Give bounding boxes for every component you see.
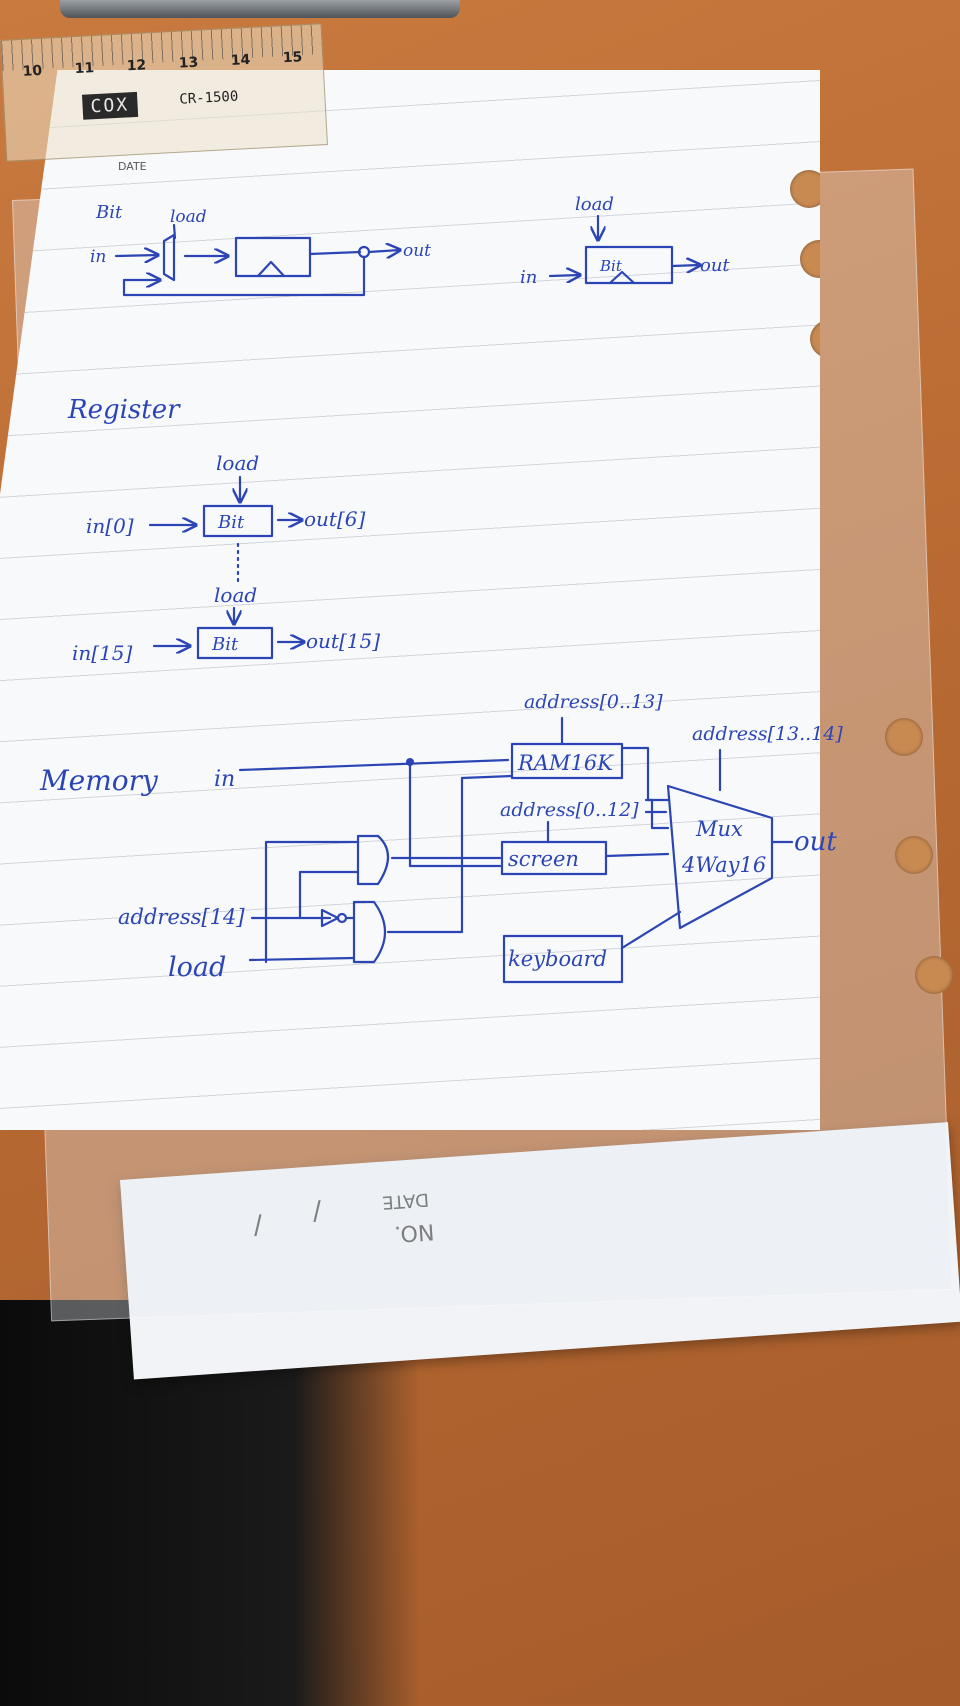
register-top-load-label: load — [216, 451, 259, 475]
register-top-in-label: in[0] — [86, 514, 134, 538]
load-to-and1-wire — [264, 840, 360, 964]
register-top-bit-box — [202, 504, 274, 538]
register-bottom-bit-label: Bit — [211, 634, 239, 655]
register-top-out-label: out[6] — [304, 507, 365, 531]
bit-right-clock-symbol — [608, 270, 636, 285]
binder-hole — [800, 240, 820, 278]
keyboard-to-mux-wire — [620, 910, 682, 950]
ram16k-label: RAM16K — [517, 751, 614, 775]
not-gate — [320, 908, 340, 928]
paper-date-label: DATE — [118, 160, 147, 173]
bit-left-out-label: out — [403, 241, 431, 261]
screen-to-mux-wire — [604, 852, 670, 858]
bit-right-out-wire — [670, 265, 700, 266]
and-gate-bottom — [352, 900, 386, 964]
keyboard-box — [502, 934, 624, 984]
bit-left-in-label: in — [90, 247, 106, 267]
register-bottom-out-label: out[15] — [306, 629, 380, 653]
register-bottom-load-label: load — [214, 583, 257, 607]
load-wire — [248, 956, 356, 962]
ram-to-mux-wire — [620, 746, 670, 802]
notebook-paper — [0, 70, 820, 1130]
memory-title: Memory — [39, 764, 159, 797]
address14-label: address[14] — [118, 905, 245, 929]
memory-in-wire — [238, 758, 510, 772]
bit-left-load-wire — [172, 223, 177, 240]
and2-to-ram-load-wire — [386, 774, 514, 934]
ram-to-mux-bus — [644, 798, 670, 830]
binder-hole — [810, 320, 820, 358]
memory-load-label: load — [168, 952, 226, 983]
pen — [60, 0, 460, 18]
mux4way16-shape — [666, 784, 774, 930]
binder-hole — [885, 718, 923, 756]
screen-box — [500, 840, 608, 876]
bit-left-mux-symbol — [162, 233, 176, 282]
register-bottom-bit-box — [196, 626, 274, 660]
ram16k-box — [510, 742, 624, 780]
bit-left-load-label: load — [170, 207, 207, 227]
screen-address-label: address[0..12] — [500, 799, 639, 821]
bit-left-dff-out-wire — [308, 250, 362, 256]
bit-right-load-label: load — [575, 194, 614, 215]
mux-address-label: address[13..14] — [692, 723, 843, 745]
bit-left-feedback-wire — [122, 255, 366, 297]
ram-address-label: address[0..13] — [524, 691, 663, 713]
memory-in-to-screen-wire — [408, 760, 502, 868]
bit-right-out-label: out — [700, 255, 730, 276]
mux-label-line2: 4Way16 — [681, 853, 766, 877]
mux-label-line1: Mux — [695, 817, 743, 841]
bit-right-in-label: in — [520, 267, 537, 288]
memory-out-label: out — [794, 827, 837, 857]
register-title: Register — [67, 395, 181, 425]
not-gate-bubble — [336, 912, 348, 924]
bit-left-in-wire — [114, 255, 158, 256]
binder-hole — [915, 956, 953, 994]
register-bottom-in-label: in[15] — [72, 641, 133, 665]
bit-left-clock-symbol — [256, 260, 286, 278]
binder-hole — [895, 836, 933, 874]
bit-right-box-label: Bit — [599, 257, 623, 275]
register-top-bit-label: Bit — [217, 512, 245, 533]
and-gate-top — [356, 834, 390, 886]
address14-to-and1-wire — [298, 870, 360, 920]
bit-left-out-wire — [367, 250, 400, 252]
binder-hole — [790, 170, 820, 208]
bit-right-in-wire — [548, 275, 580, 276]
keyboard-label: keyboard — [508, 947, 607, 971]
screen-label: screen — [508, 847, 579, 871]
memory-in-label: in — [214, 767, 235, 792]
bit-title: Bit — [95, 202, 123, 223]
ruled-lines — [0, 70, 820, 1130]
bit-left-dff-box — [234, 236, 312, 278]
